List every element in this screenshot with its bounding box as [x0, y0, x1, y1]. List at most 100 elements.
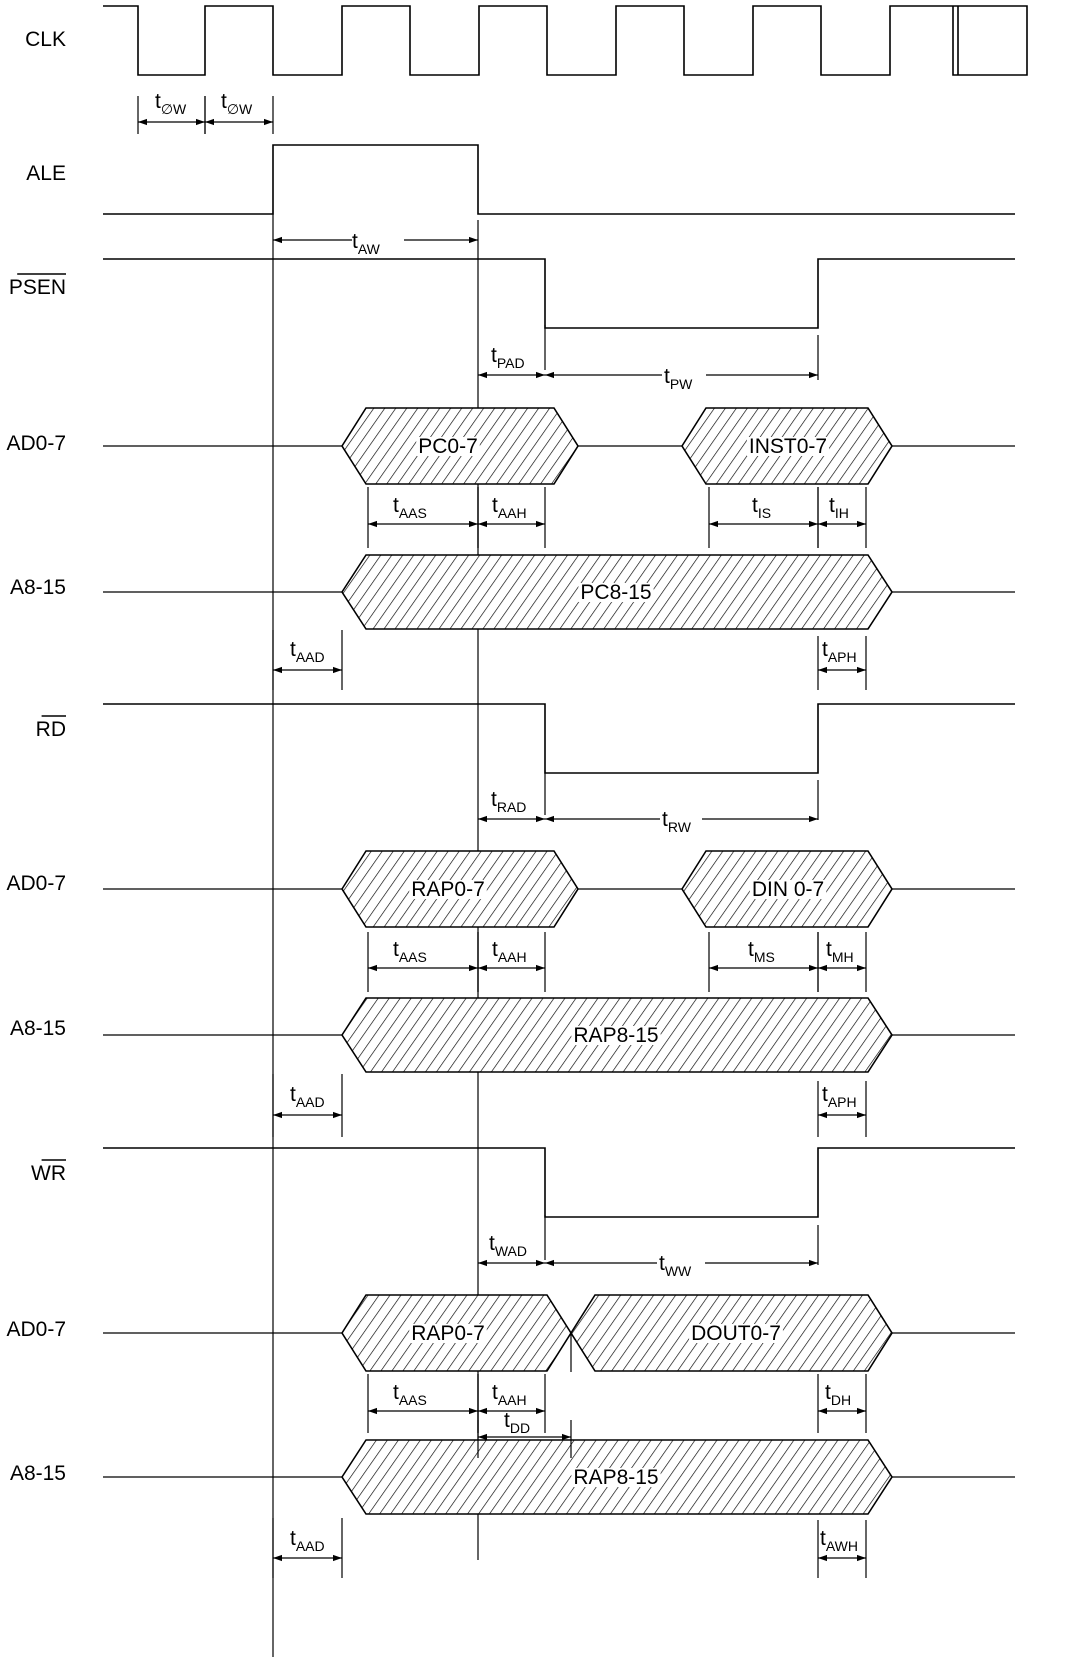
timing-subscript: MS — [754, 949, 775, 965]
signal-label-ad07_a: AD0-7 — [6, 432, 66, 455]
timing-label-t_ow2: t∅W — [221, 90, 253, 117]
timing-symbol: t — [489, 1232, 495, 1255]
signal-label-ad07_c: AD0-7 — [6, 1318, 66, 1341]
timing-label-t_aad2: tAAD — [290, 1083, 325, 1110]
signal-label-rd: RD — [36, 718, 66, 741]
signal-label-ad07_b: AD0-7 — [6, 872, 66, 895]
timing-symbol: t — [352, 230, 358, 253]
timing-label-t_dh: tDH — [825, 1381, 851, 1408]
timing-label-t_dd: tDD — [504, 1409, 530, 1436]
timing-label-t_pw: tPW — [664, 365, 693, 392]
timing-symbol: t — [662, 808, 668, 831]
bus-label-mask — [571, 1468, 661, 1487]
bus-label-rap815_b: RAP8-15 — [573, 1024, 658, 1047]
wr-waveform — [103, 1147, 1015, 1218]
signal-label-ale: ALE — [26, 162, 66, 185]
bus-label-mask — [689, 1324, 783, 1343]
timing-symbol: t — [825, 1381, 831, 1404]
timing-symbol: t — [393, 494, 399, 517]
timing-symbol: t — [393, 1381, 399, 1404]
timing-symbol: t — [748, 938, 754, 961]
bus-label-mask — [571, 1026, 661, 1045]
psen-waveform — [103, 258, 1015, 329]
timing-subscript: ∅W — [227, 101, 253, 117]
timing-label-t_aah3: tAAH — [492, 1381, 527, 1408]
timing-label-t_ww: tWW — [659, 1252, 692, 1279]
timing-subscript: IH — [835, 505, 849, 521]
timing-subscript: AAS — [399, 505, 427, 521]
timing-symbol: t — [829, 494, 835, 517]
timing-symbol: t — [822, 638, 828, 661]
timing-symbol: t — [393, 938, 399, 961]
timing-subscript: AAD — [296, 1538, 325, 1554]
timing-subscript: DD — [510, 1420, 530, 1436]
timing-subscript: AAS — [399, 949, 427, 965]
waveforms — [103, 5, 1028, 1478]
bus-label-rap07_c: RAP0-7 — [411, 1322, 485, 1345]
signal-label-wr: WR — [31, 1162, 66, 1185]
timing-symbol: t — [155, 90, 161, 113]
timing-subscript: ∅W — [161, 101, 187, 117]
timing-label-t_ih: tIH — [829, 494, 849, 521]
timing-subscript: AAD — [296, 649, 325, 665]
timing-label-t_aah1: tAAH — [492, 494, 527, 521]
rd-waveform — [103, 703, 1015, 774]
bus-label-inst07: INST0-7 — [749, 435, 827, 458]
timing-subscript: DH — [831, 1392, 851, 1408]
timing-symbol: t — [290, 638, 296, 661]
bus-label-pc07: PC0-7 — [418, 435, 478, 458]
timing-subscript: MH — [832, 949, 854, 965]
timing-label-t_aad3: tAAD — [290, 1527, 325, 1554]
timing-label-t_awh: tAWH — [820, 1527, 858, 1554]
timing-symbol: t — [820, 1527, 826, 1550]
timing-label-t_aph2: tAPH — [822, 1083, 857, 1110]
timing-label-t_aas2: tAAS — [393, 938, 427, 965]
bus-label-mask — [416, 437, 480, 456]
timing-label-t_aad1: tAAD — [290, 638, 325, 665]
timing-subscript: AW — [358, 241, 381, 257]
timing-symbol: t — [664, 365, 670, 388]
timing-symbol: t — [492, 1381, 498, 1404]
timing-subscript: PW — [670, 376, 693, 392]
clk-waveform — [103, 5, 1028, 76]
timing-label-t_aw: tAW — [352, 230, 381, 257]
bus-label-mask — [409, 1324, 487, 1343]
timing-subscript: IS — [758, 505, 771, 521]
timing-label-t_is: tIS — [752, 494, 771, 521]
bus-label-mask — [578, 583, 654, 602]
timing-symbol: t — [752, 494, 758, 517]
bus-label-din07: DIN 0-7 — [752, 878, 824, 901]
timing-subscript: APH — [828, 1094, 857, 1110]
signal-label-a815_c: A8-15 — [10, 1462, 66, 1485]
timing-symbol: t — [290, 1527, 296, 1550]
timing-label-t_wad: tWAD — [489, 1232, 527, 1259]
timing-subscript: WAD — [495, 1243, 527, 1259]
timing-subscript: AAS — [399, 1392, 427, 1408]
timing-symbol: t — [504, 1409, 510, 1432]
ale-waveform — [103, 144, 1015, 215]
timing-symbol: t — [491, 788, 497, 811]
timing-subscript: AAH — [498, 949, 527, 965]
timing-subscript: PAD — [497, 355, 525, 371]
timing-symbol: t — [659, 1252, 665, 1275]
timing-label-t_mh: tMH — [826, 938, 854, 965]
timing-symbol: t — [491, 344, 497, 367]
timing-subscript: WW — [665, 1263, 692, 1279]
bus-label-mask — [409, 880, 487, 899]
signal-label-clk: CLK — [25, 28, 66, 51]
bus-label-dout07: DOUT0-7 — [691, 1322, 781, 1345]
bus-label-pc815: PC8-15 — [580, 581, 651, 604]
timing-subscript: AAD — [296, 1094, 325, 1110]
timing-symbol: t — [492, 938, 498, 961]
timing-symbol: t — [290, 1083, 296, 1106]
timing-symbol: t — [492, 494, 498, 517]
bus-label-rap815_c: RAP8-15 — [573, 1466, 658, 1489]
timing-subscript: RAD — [497, 799, 527, 815]
timing-label-t_ms: tMS — [748, 938, 775, 965]
timing-label-t_rad: tRAD — [491, 788, 526, 815]
timing-subscript: AAH — [498, 505, 527, 521]
timing-subscript: AWH — [826, 1538, 858, 1554]
